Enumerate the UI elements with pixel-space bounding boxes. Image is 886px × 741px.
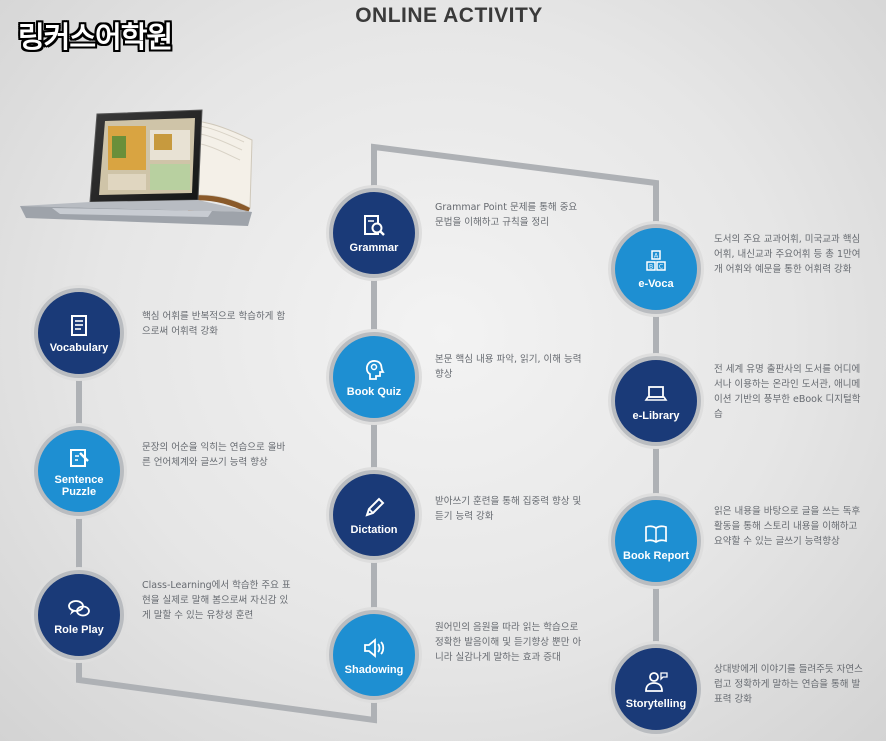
e-library-description: 전 세계 유명 출판사의 도서를 어디에서나 이용하는 온라인 도서관, 애니메… <box>714 364 861 420</box>
brand-logo-text: 링커스어학원 <box>18 20 173 54</box>
node-label: Storytelling <box>625 697 687 710</box>
storytelling-node[interactable]: Storytelling <box>611 644 701 734</box>
e-voca-description: 도서의 주요 교과어휘, 미국교과 핵심어휘, 내신교과 주요어휘 등 총 1만… <box>714 234 861 275</box>
node-label: Grammar <box>349 241 399 254</box>
svg-text:A: A <box>654 252 659 259</box>
puzzle-icon <box>70 448 89 467</box>
storytelling-description: 상대방에게 이야기를 들려주듯 자연스럽고 정확하게 말하는 연습을 통해 발표… <box>714 664 863 705</box>
page-title: ONLINE ACTIVITY <box>355 4 543 27</box>
grammar-description: Grammar Point 문제를 통해 중요 문법을 이해하고 규칙을 정리 <box>435 202 578 228</box>
book-quiz-node[interactable]: Book Quiz <box>329 332 419 422</box>
vocabulary-node[interactable]: Vocabulary <box>34 288 124 378</box>
pen-icon <box>365 497 385 517</box>
dictation-node[interactable]: Dictation <box>329 470 419 560</box>
open-book-icon <box>645 524 667 543</box>
book-report-node[interactable]: Book Report <box>611 496 701 586</box>
grammar-node[interactable]: Grammar <box>329 188 419 278</box>
laptop-book-illustration <box>20 109 253 226</box>
node-label: Dictation <box>350 523 398 536</box>
svg-text:C: C <box>659 263 663 270</box>
node-label: Sentence Puzzle <box>54 473 104 498</box>
role-play-node[interactable]: Role Play <box>34 570 124 660</box>
e-library-node[interactable]: e-Library <box>611 356 701 446</box>
book-report-description: 읽은 내용을 바탕으로 글을 쓰는 독후활동을 통해 스토리 내용을 이해하고 … <box>714 506 861 547</box>
node-label: Vocabulary <box>49 341 109 354</box>
shadowing-description: 원어민의 음원을 따라 읽는 학습으로 정확한 발음이해 및 듣기향상 뿐만 아… <box>435 622 582 663</box>
dictation-description: 받아쓰기 훈련을 통해 집중력 향상 및 듣기 능력 강화 <box>435 496 582 522</box>
head-icon <box>365 359 385 380</box>
sentence-puzzle-node[interactable]: Sentence Puzzle <box>34 426 124 516</box>
svg-text:B: B <box>649 263 653 270</box>
node-label: Book Report <box>623 549 689 562</box>
node-label: e-Voca <box>638 277 674 290</box>
vocabulary-icon <box>71 314 87 336</box>
book-quiz-description: 본문 핵심 내용 파악, 읽기, 이해 능력 향상 <box>435 354 582 380</box>
vocabulary-description: 핵심 어휘를 반복적으로 학습하게 함으로써 어휘력 강화 <box>142 311 286 337</box>
speaker-icon <box>364 637 385 658</box>
grammar-icon <box>364 214 385 236</box>
chat-icon <box>68 599 90 616</box>
laptop-icon <box>644 385 668 401</box>
person-icon <box>645 671 668 692</box>
node-label: Book Quiz <box>346 385 402 398</box>
node-label: Shadowing <box>344 663 404 676</box>
shadowing-node[interactable]: Shadowing <box>329 610 419 700</box>
sentence-puzzle-description: 문장의 어순을 익히는 연습으로 올바른 언어체계와 글쓰기 능력 향상 <box>142 442 286 468</box>
node-label: e-Library <box>632 409 680 422</box>
node-label: Role Play <box>54 623 104 636</box>
role-play-description: Class-Learning에서 학습한 주요 표현을 실제로 말해 봄으로써 … <box>142 580 291 621</box>
